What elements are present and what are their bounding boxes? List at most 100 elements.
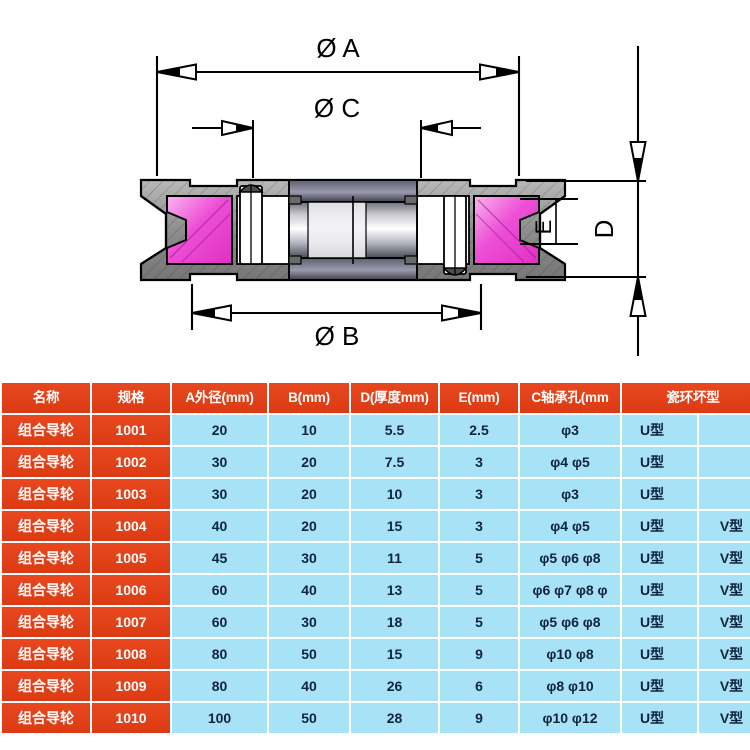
col-header-c: C轴承孔(mm bbox=[520, 383, 620, 413]
row-a: 40 bbox=[172, 511, 267, 541]
row-ring-v: V型 bbox=[699, 703, 750, 733]
col-header-e: E(mm) bbox=[440, 383, 518, 413]
row-ring-v: V型 bbox=[699, 511, 750, 541]
row-c: φ3 bbox=[520, 479, 620, 509]
row-ring-u: U型 bbox=[622, 671, 697, 701]
row-b: 50 bbox=[269, 703, 349, 733]
row-ring-v bbox=[699, 479, 750, 509]
row-e: 3 bbox=[440, 447, 518, 477]
ceramic-ring-right bbox=[473, 195, 540, 265]
row-c: φ10 φ12 bbox=[520, 703, 620, 733]
dimension-d bbox=[526, 46, 647, 356]
row-a: 45 bbox=[172, 543, 267, 573]
row-ring-u: U型 bbox=[622, 639, 697, 669]
row-ring-u: U型 bbox=[622, 703, 697, 733]
row-name: 组合导轮 bbox=[2, 607, 90, 637]
row-spec: 1002 bbox=[92, 447, 170, 477]
row-b: 50 bbox=[269, 639, 349, 669]
row-c: φ5 φ6 φ8 bbox=[520, 607, 620, 637]
row-spec: 1006 bbox=[92, 575, 170, 605]
row-name: 组合导轮 bbox=[2, 447, 90, 477]
row-spec: 1010 bbox=[92, 703, 170, 733]
bearing-pin-left bbox=[238, 184, 264, 265]
technical-drawing: Ø A Ø C bbox=[139, 33, 647, 356]
specification-table-container: 名称 规格 A外径(mm) B(mm) D(厚度mm) E(mm) C轴承孔(m… bbox=[0, 381, 750, 750]
row-spec: 1008 bbox=[92, 639, 170, 669]
row-ring-v bbox=[699, 447, 750, 477]
bearing-pin-right bbox=[442, 195, 468, 276]
col-header-a: A外径(mm) bbox=[172, 383, 267, 413]
row-b: 30 bbox=[269, 607, 349, 637]
row-name: 组合导轮 bbox=[2, 415, 90, 445]
row-name: 组合导轮 bbox=[2, 703, 90, 733]
row-ring-v: V型 bbox=[699, 639, 750, 669]
row-d: 15 bbox=[351, 639, 438, 669]
row-spec: 1003 bbox=[92, 479, 170, 509]
row-e: 5 bbox=[440, 607, 518, 637]
row-spec: 1009 bbox=[92, 671, 170, 701]
dimension-phi-b bbox=[190, 284, 483, 330]
row-c: φ4 φ5 bbox=[520, 511, 620, 541]
row-ring-v: V型 bbox=[699, 575, 750, 605]
row-a: 100 bbox=[172, 703, 267, 733]
row-e: 5 bbox=[440, 575, 518, 605]
row-name: 组合导轮 bbox=[2, 671, 90, 701]
row-e: 9 bbox=[440, 639, 518, 669]
row-b: 30 bbox=[269, 543, 349, 573]
row-a: 60 bbox=[172, 575, 267, 605]
row-b: 20 bbox=[269, 511, 349, 541]
row-ring-u: U型 bbox=[622, 511, 697, 541]
row-ring-v: V型 bbox=[699, 671, 750, 701]
row-d: 15 bbox=[351, 511, 438, 541]
row-c: φ5 φ6 φ8 bbox=[520, 543, 620, 573]
row-a: 30 bbox=[172, 479, 267, 509]
specification-table: 名称 规格 A外径(mm) B(mm) D(厚度mm) E(mm) C轴承孔(m… bbox=[0, 381, 750, 735]
row-d: 10 bbox=[351, 479, 438, 509]
row-ring-v: V型 bbox=[699, 607, 750, 637]
row-d: 28 bbox=[351, 703, 438, 733]
row-d: 11 bbox=[351, 543, 438, 573]
header-row: 名称 规格 A外径(mm) B(mm) D(厚度mm) E(mm) C轴承孔(m… bbox=[2, 383, 750, 413]
row-c: φ6 φ7 φ8 φ bbox=[520, 575, 620, 605]
row-e: 2.5 bbox=[440, 415, 518, 445]
row-a: 30 bbox=[172, 447, 267, 477]
row-name: 组合导轮 bbox=[2, 639, 90, 669]
row-b: 20 bbox=[269, 479, 349, 509]
d-label: D bbox=[589, 220, 619, 239]
row-ring-u: U型 bbox=[622, 607, 697, 637]
col-header-ring: 瓷环坏型 bbox=[622, 383, 750, 413]
row-d: 7.5 bbox=[351, 447, 438, 477]
row-spec: 1001 bbox=[92, 415, 170, 445]
row-c: φ3 bbox=[520, 415, 620, 445]
dimension-e bbox=[520, 198, 578, 245]
row-name: 组合导轮 bbox=[2, 543, 90, 573]
table-header: 名称 规格 A外径(mm) B(mm) D(厚度mm) E(mm) C轴承孔(m… bbox=[2, 383, 750, 413]
row-a: 80 bbox=[172, 639, 267, 669]
row-ring-u: U型 bbox=[622, 447, 697, 477]
dimension-phi-c bbox=[192, 119, 481, 178]
row-e: 6 bbox=[440, 671, 518, 701]
e-label: E bbox=[531, 220, 556, 235]
phi-b-label: Ø B bbox=[315, 321, 360, 351]
row-e: 3 bbox=[440, 511, 518, 541]
row-spec: 1007 bbox=[92, 607, 170, 637]
row-ring-v bbox=[699, 415, 750, 445]
col-header-d: D(厚度mm) bbox=[351, 383, 438, 413]
row-d: 13 bbox=[351, 575, 438, 605]
row-ring-u: U型 bbox=[622, 415, 697, 445]
row-d: 18 bbox=[351, 607, 438, 637]
row-ring-v: V型 bbox=[699, 543, 750, 573]
row-e: 9 bbox=[440, 703, 518, 733]
row-b: 10 bbox=[269, 415, 349, 445]
